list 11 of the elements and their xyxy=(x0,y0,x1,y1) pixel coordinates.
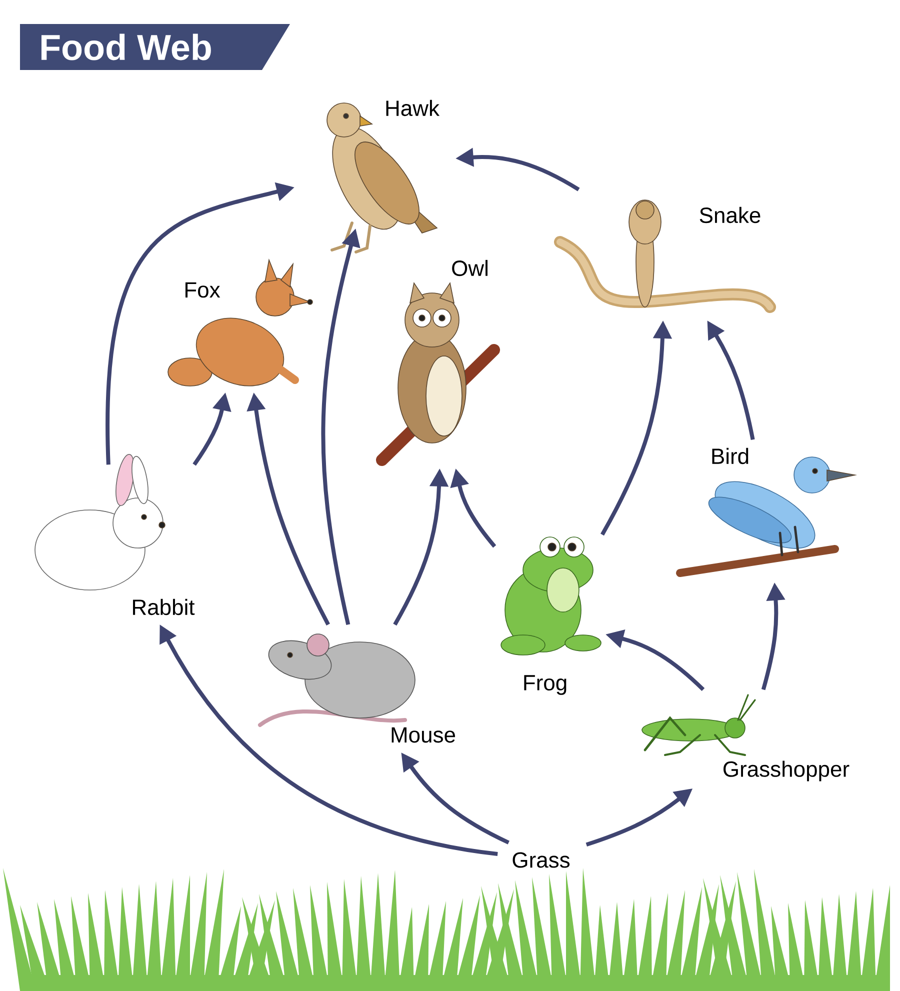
species-label: Grass xyxy=(512,852,570,868)
title-banner: Food Web xyxy=(20,24,290,70)
species-label: Hawk xyxy=(386,100,440,116)
species-label: Rabbit xyxy=(133,598,195,616)
species-label: Grasshopper xyxy=(724,760,850,782)
species-label: Fox xyxy=(185,282,220,298)
species-label: Mouse xyxy=(392,727,456,743)
species-label: Frog xyxy=(524,675,566,695)
species-label: Snake xyxy=(700,206,760,224)
species-label: Owl xyxy=(452,260,488,276)
species-label: Bird xyxy=(712,448,748,464)
